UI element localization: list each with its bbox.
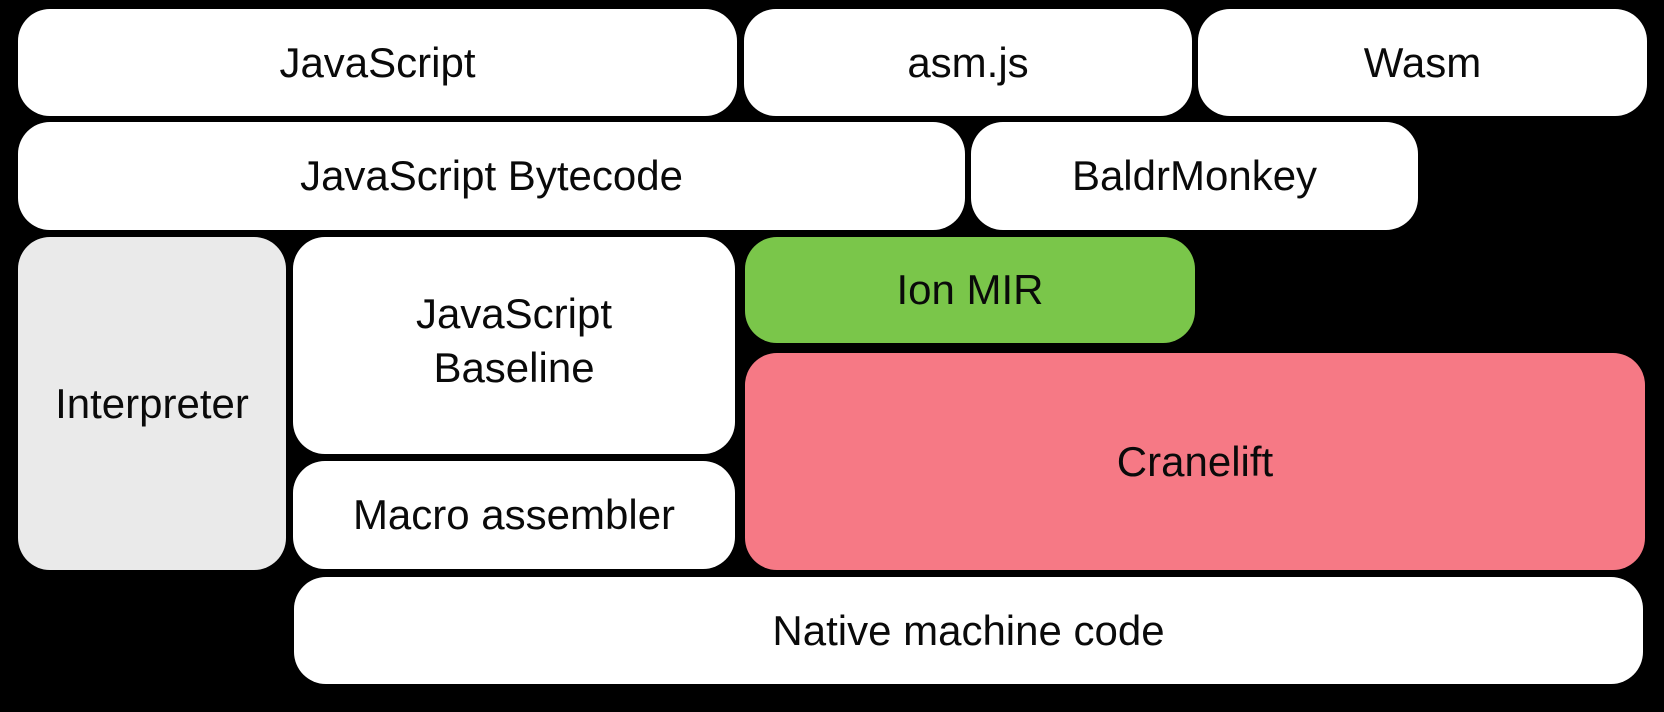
box-label: BaldrMonkey (1071, 152, 1318, 200)
box-label: JavaScript (279, 38, 476, 86)
box-label-line: JavaScript (415, 290, 613, 338)
box-ion-mir: Ion MIR (745, 237, 1195, 343)
box-label: Wasm (1363, 38, 1482, 86)
box-wasm: Wasm (1198, 9, 1647, 116)
box-cranelift: Cranelift (745, 353, 1645, 570)
box-javascript: JavaScript (18, 9, 737, 116)
box-javascript-baseline: JavaScript Baseline (293, 237, 735, 454)
box-label: asm.js (907, 38, 1029, 86)
box-label: Native machine code (772, 606, 1165, 654)
box-native-machine-code: Native machine code (294, 577, 1643, 684)
box-asmjs: asm.js (744, 9, 1192, 116)
box-label-line: Baseline (433, 343, 595, 391)
box-label: JavaScript Bytecode (300, 152, 683, 200)
box-baldrmonkey: BaldrMonkey (971, 122, 1418, 230)
box-macro-assembler: Macro assembler (293, 461, 735, 569)
box-interpreter: Interpreter (18, 237, 286, 570)
box-label: Macro assembler (352, 491, 676, 539)
box-label: JavaScript Baseline (416, 287, 612, 394)
box-label: Interpreter (55, 379, 249, 427)
box-label: Cranelift (1116, 437, 1274, 485)
box-javascript-bytecode: JavaScript Bytecode (18, 122, 965, 230)
box-label: Ion MIR (896, 266, 1044, 314)
